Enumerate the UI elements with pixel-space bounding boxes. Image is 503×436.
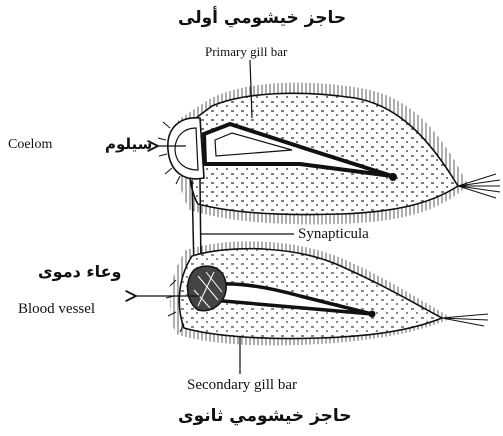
bottom-title-arabic: حاجز خيشومي ثانوى xyxy=(178,408,352,425)
secondary-gill-bar-label: Secondary gill bar xyxy=(187,378,297,393)
blood-vessel-label-arabic: وعاء دموى xyxy=(38,264,121,280)
blood-vessel-label-english: Blood vessel xyxy=(18,302,95,317)
primary-gill-bar-shape xyxy=(158,83,500,225)
coelom-label-english: Coelom xyxy=(8,138,52,152)
top-title-arabic: حاجز خيشومي أولى xyxy=(178,10,346,27)
primary-gill-bar-label: Primary gill bar xyxy=(205,45,287,58)
synapticula-label: Synapticula xyxy=(298,227,369,242)
coelom-label-arabic: سيلوم xyxy=(105,137,152,152)
secondary-gill-bar-shape xyxy=(166,241,488,345)
